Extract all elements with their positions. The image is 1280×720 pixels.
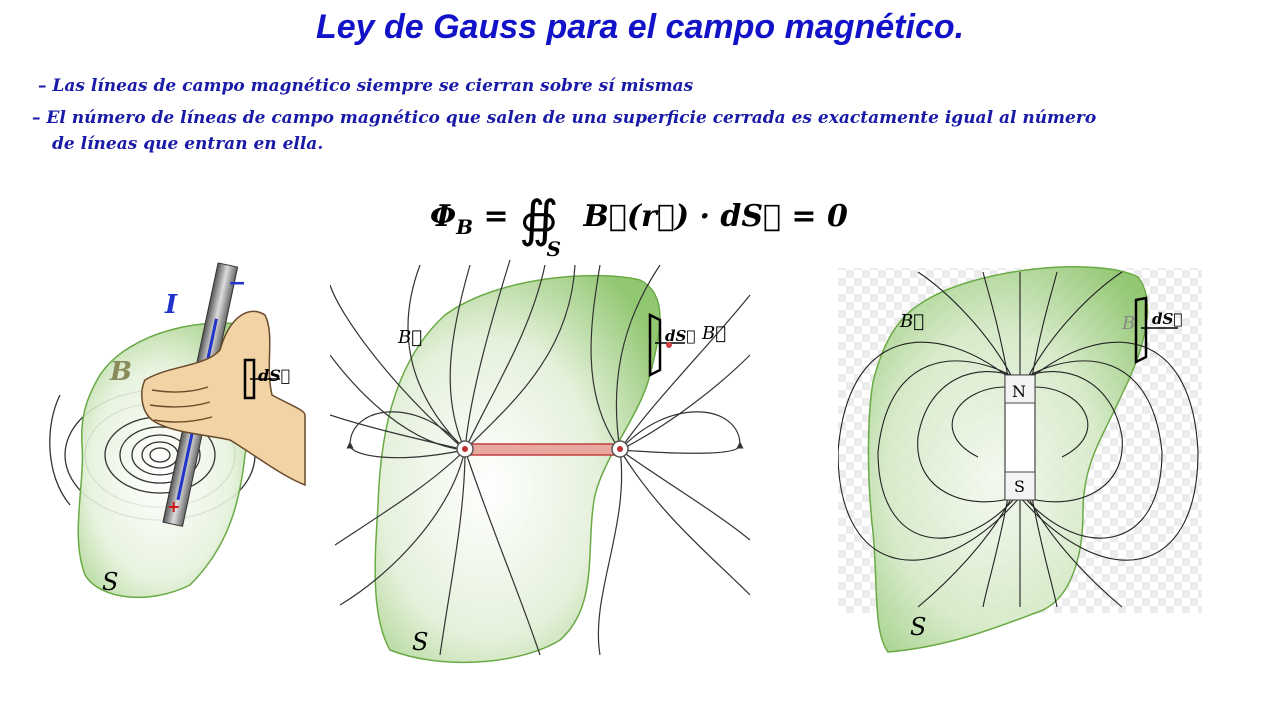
magnet-field-label: B⃗	[899, 311, 924, 332]
wire-surface-label: S	[102, 568, 118, 596]
magnet-surface-label: S	[910, 613, 926, 641]
magnet-field-lines	[838, 271, 1199, 608]
bullet-flux-balance: – El número de líneas de campo magnético…	[32, 108, 1097, 128]
south-pole-label: S	[1014, 477, 1025, 496]
flux-symbol: Φ	[430, 199, 457, 234]
current-label: I	[164, 290, 178, 320]
current-plus: +	[167, 497, 180, 516]
loop-field-lines	[330, 259, 751, 656]
equals-sign: =	[483, 199, 509, 234]
loop-surface-label: S	[412, 628, 428, 656]
slide-title: Ley de Gauss para el campo magnético.	[315, 8, 965, 46]
magnet-field-label-right: B	[1121, 313, 1135, 334]
bullet-flux-balance-cont: de líneas que entran en ella.	[52, 134, 324, 154]
current-loop	[464, 443, 621, 456]
hand-illustration	[141, 310, 306, 487]
area-element-magnet	[1134, 296, 1148, 365]
wire-field-label: B	[109, 357, 132, 387]
wire-panel: I − + B dS⃗ S	[49, 262, 306, 599]
magnet-panel: N S B⃗ B dS⃗ S	[838, 266, 1202, 653]
loop-field-label-right: B⃗	[701, 323, 726, 344]
loop-panel: B⃗ B⃗ dS⃗ S	[330, 259, 751, 664]
bullet-closed-lines: – Las líneas de campo magnético siempre …	[38, 76, 694, 96]
area-element-loop	[648, 312, 662, 378]
gauss-surface-loop	[374, 274, 661, 664]
loop-element-label: dS⃗	[665, 327, 695, 345]
gauss-formula: ΦB = ∯S B⃗(r⃗) · dS⃗ = 0	[430, 180, 848, 261]
magnet-element-label: dS⃗	[1152, 310, 1182, 328]
north-pole-label: N	[1012, 382, 1026, 401]
integral-subscript: S	[546, 237, 561, 261]
wire-element-label: dS⃗	[258, 366, 290, 385]
surface-integral-symbol: ∯	[519, 190, 559, 248]
formula-rhs: B⃗(r⃗) · dS⃗ = 0	[583, 199, 848, 234]
current-minus: −	[228, 271, 246, 296]
loop-field-label: B⃗	[397, 327, 422, 348]
flux-subscript: B	[456, 215, 474, 239]
